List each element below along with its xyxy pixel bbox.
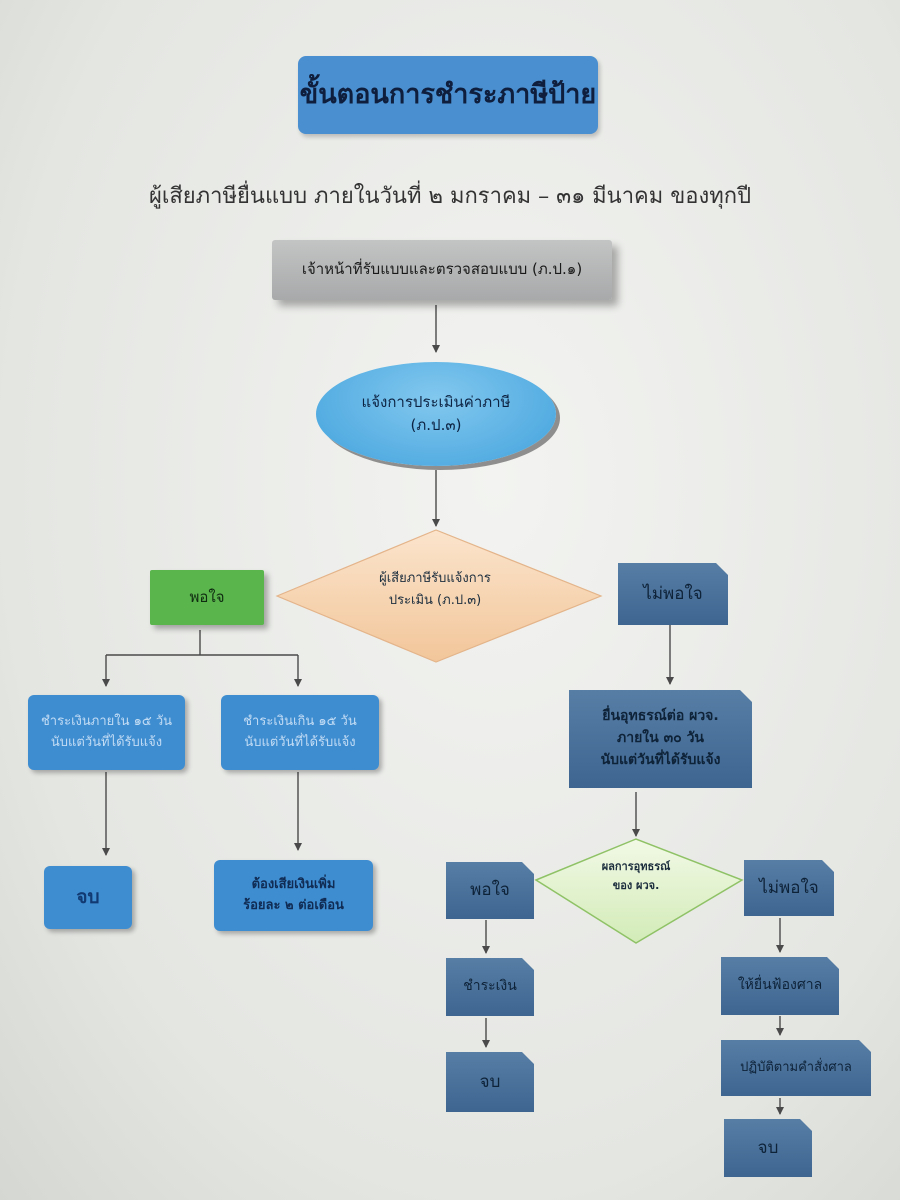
appeal-satisfied-box: พอใจ	[446, 862, 534, 919]
notify-assessment-ellipse: แจ้งการประเมินค่าภาษี (ภ.ป.๓)	[316, 362, 556, 466]
filing-period-subtitle: ผู้เสียภาษียื่นแบบ ภายในวันที่ ๒ มกราคม …	[148, 184, 752, 209]
satisfied-box: พอใจ	[150, 570, 264, 625]
decision-taxpayer-receives-label: ผู้เสียภาษีรับแจ้งการ ประเมิน (ภ.ป.๓)	[379, 571, 491, 609]
page-title: ขั้นตอนการชำระภาษีป้าย	[298, 56, 598, 134]
not-satisfied-box: ไม่พอใจ	[618, 563, 728, 625]
appeal-result-label: ผลการอุทธรณ์ ของ ผวจ.	[601, 860, 671, 892]
end-box-left: จบ	[44, 866, 132, 929]
connector-satisfied-split	[106, 630, 298, 656]
surcharge-box: ต้องเสียเงินเพิ่ม ร้อยละ ๒ ต่อเดือน	[214, 860, 373, 931]
decision-diamond-shape	[275, 529, 603, 663]
receive-form-box: เจ้าหน้าที่รับแบบและตรวจสอบแบบ (ภ.ป.๑)	[272, 240, 612, 300]
appeal-not-satisfied-box: ไม่พอใจ	[744, 860, 834, 916]
end-box-middle: จบ	[446, 1052, 534, 1112]
pay-after-15-days-box: ชำระเงินเกิน ๑๕ วัน นับแต่วันที่ได้รับแจ…	[221, 695, 379, 770]
pay-box: ชำระเงิน	[446, 958, 534, 1016]
file-appeal-box: ยื่นอุทธรณ์ต่อ ผวจ. ภายใน ๓๐ วัน นับแต่ว…	[569, 690, 752, 788]
end-box-right: จบ	[724, 1119, 812, 1177]
appeal-result-diamond-shape	[534, 838, 744, 944]
pay-within-15-days-box: ชำระเงินภายใน ๑๕ วัน นับแต่วันที่ได้รับแ…	[28, 695, 185, 770]
follow-court-order-box: ปฏิบัติตามคำสั่งศาล	[721, 1040, 871, 1096]
file-lawsuit-box: ให้ยื่นฟ้องศาล	[721, 957, 839, 1015]
